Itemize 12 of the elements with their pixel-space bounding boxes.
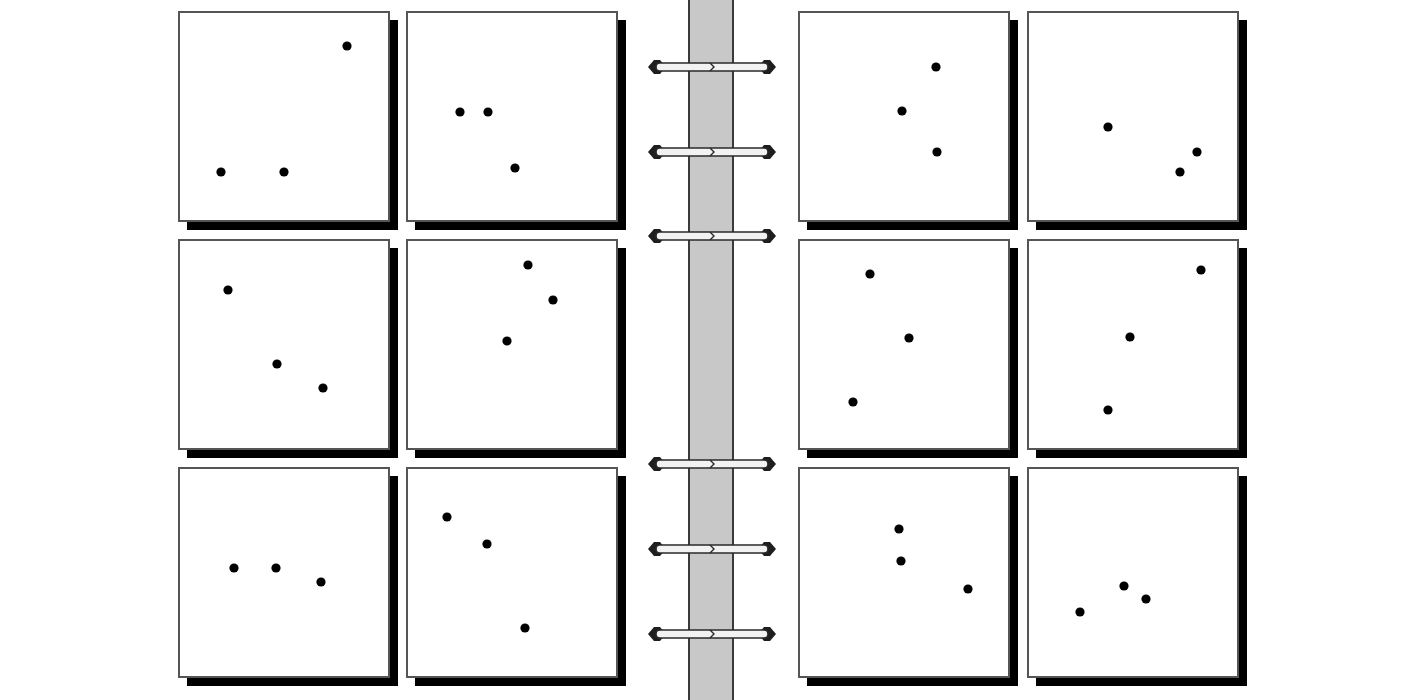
card	[178, 239, 398, 458]
card	[178, 11, 398, 230]
card	[1027, 467, 1247, 686]
card	[798, 467, 1018, 686]
card	[798, 239, 1018, 458]
card	[406, 467, 626, 686]
card	[406, 239, 626, 458]
card	[1027, 239, 1247, 458]
card	[178, 467, 398, 686]
card	[1027, 11, 1247, 230]
card	[406, 11, 626, 230]
card	[798, 11, 1018, 230]
